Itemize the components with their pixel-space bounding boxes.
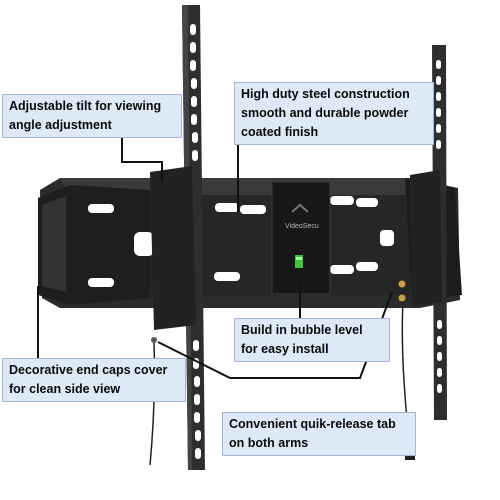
callout-steel-line1: High duty steel construction [241, 87, 410, 101]
left-arm [149, 5, 205, 470]
callout-endcaps-line1: Decorative end caps cover [9, 363, 168, 377]
callout-adjustable-tilt: Adjustable tilt for viewing angle adjust… [2, 94, 182, 138]
bubble-level [295, 255, 303, 268]
callout-tilt-line1: Adjustable tilt for viewing [9, 99, 162, 113]
callout-steel-line3: coated finish [241, 125, 319, 139]
callout-release-line2: on both arms [229, 436, 309, 450]
left-end-cap [38, 185, 150, 305]
brand-plate: VideoSecu [271, 181, 331, 295]
callout-release-line1: Convenient quik-release tab [229, 417, 396, 431]
wall-plate-slots [88, 196, 394, 287]
callout-endcaps-line2: for clean side view [9, 382, 121, 396]
callout-quick-release: Convenient quik-release tab on both arms [222, 412, 416, 456]
right-arm [398, 45, 447, 460]
callout-end-caps: Decorative end caps cover for clean side… [2, 358, 186, 402]
brand-plate-text: VideoSecu [285, 223, 319, 230]
callout-steel-line2: smooth and durable powder [241, 106, 409, 120]
callout-bubble-level: Build in bubble level for easy install [234, 318, 390, 362]
callout-tilt-line2: angle adjustment [9, 118, 112, 132]
callout-level-line1: Build in bubble level [241, 323, 363, 337]
callout-level-line2: for easy install [241, 342, 329, 356]
callout-steel-construction: High duty steel construction smooth and … [234, 82, 434, 145]
